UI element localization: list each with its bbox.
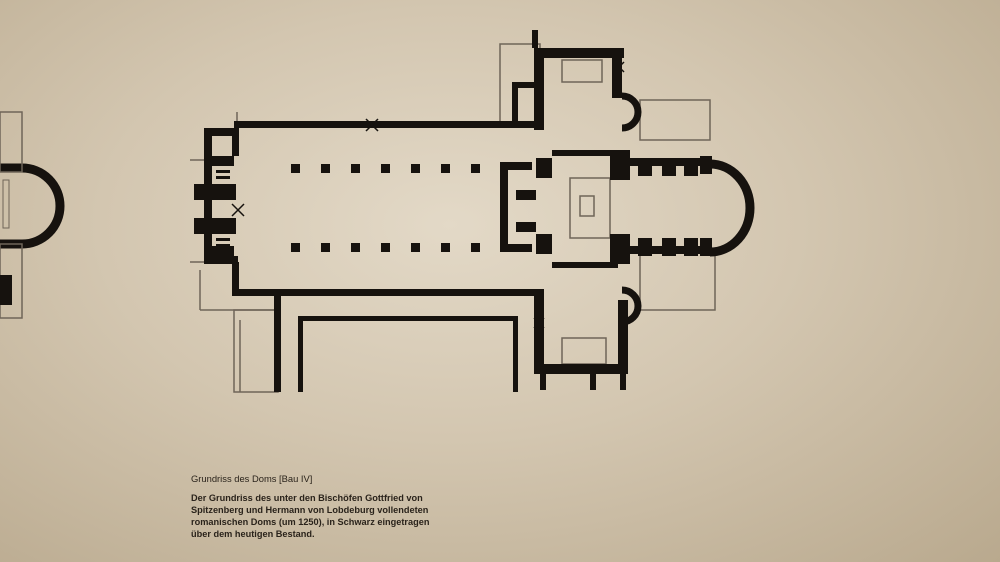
caption-line: Der Grundriss des unter den Bischöfen Go… xyxy=(191,493,423,503)
caption-body: Der Grundriss des unter den Bischöfen Go… xyxy=(191,492,481,540)
nave-pillars xyxy=(291,164,480,252)
caption-line: romanischen Doms (um 1250), in Schwarz e… xyxy=(191,517,430,527)
caption-title: Grundriss des Doms [Bau IV] xyxy=(191,473,313,484)
partial-floor-plan-fragment xyxy=(0,111,65,319)
caption-line: Spitzenberg und Hermann von Lobdeburg vo… xyxy=(191,505,429,515)
current-building-outline xyxy=(190,43,716,393)
apses xyxy=(621,92,755,326)
caption-line: über dem heutigen Bestand. xyxy=(191,529,315,539)
romanesque-walls xyxy=(194,30,712,392)
plan-caption: Grundriss des Doms [Bau IV] Der Grundris… xyxy=(191,473,481,540)
vault-marks xyxy=(231,61,625,329)
